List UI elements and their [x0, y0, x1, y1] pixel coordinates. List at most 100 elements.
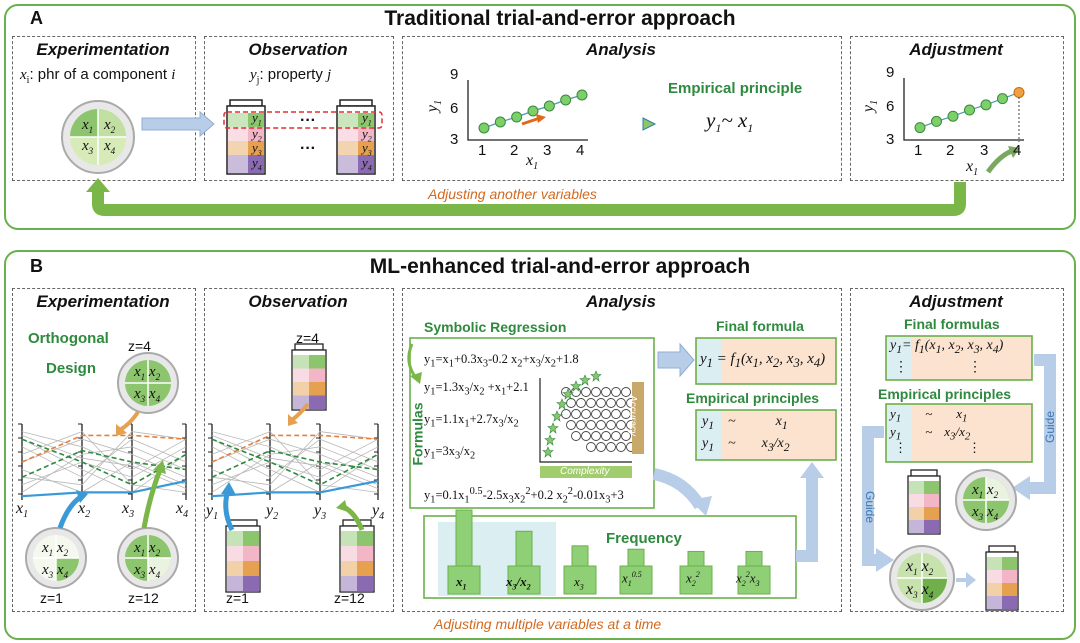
data-point: [511, 111, 523, 123]
bottle-a-right: [336, 99, 376, 175]
chart-a-xtick-4: 4: [576, 142, 585, 159]
chart-adj-ytick-9: 9: [886, 64, 895, 81]
empirical-row-1: y1~x1: [702, 414, 788, 432]
chart-a-xtick-3: 3: [543, 142, 552, 159]
chart-a-xtick-1: 1: [478, 142, 487, 159]
bottle-shine: [293, 355, 309, 409]
frequency-bar: [627, 548, 645, 567]
bottle-a-right-y1: y1: [362, 110, 372, 128]
guide-arrow-left: [862, 426, 884, 566]
adj-bottles: [907, 469, 1019, 611]
frequency-base: [737, 565, 771, 595]
candidate-formula: [606, 442, 616, 452]
chart-adj-ytick-3: 3: [886, 131, 895, 148]
panel-a-adjustment: [850, 36, 1064, 181]
pc-line: [21, 446, 187, 493]
panel-a-obs-caption: yj: property j: [250, 66, 332, 86]
adj-dish-bottom: [889, 545, 955, 611]
candidate-formula: [561, 409, 571, 419]
parallel-coords-exp: [18, 423, 187, 500]
frequency-bar: [455, 509, 473, 567]
chart-a-axes: [467, 80, 588, 141]
freq-label-x2sqx3: x22x3: [736, 570, 760, 588]
frequency-bar: [687, 550, 705, 567]
pareto-axes: [539, 378, 632, 463]
panel-b-experimentation: [12, 288, 196, 612]
exp-axis-x4: x4: [176, 500, 189, 521]
bottle-cap: [228, 519, 258, 527]
empirical-row-2: y1~x3/x2: [702, 436, 790, 454]
candidate-formula: [606, 398, 616, 408]
freq-label-x2sq: x22: [686, 570, 700, 588]
chart-a-points: [478, 89, 588, 134]
pareto-star: [547, 422, 559, 434]
panel-a-exp-caption: xi: phr of a component i: [20, 66, 176, 86]
candidate-formula: [601, 387, 611, 397]
candidate-formula: [576, 398, 586, 408]
arrow-freq-to-empirical-head: [800, 462, 824, 478]
pc-highlight-line: [21, 434, 187, 463]
exp-z-left: z=1: [40, 590, 63, 606]
section-b-title: ML-enhanced trial-and-error approach: [369, 255, 751, 278]
adj-empirical-title: Empirical principles: [878, 386, 1012, 402]
panel-b-observation-title: Observation: [248, 292, 348, 311]
bottle-a-left-y4: y4: [252, 155, 262, 173]
frequency-title: Frequency: [606, 530, 682, 547]
candidate-formula: [596, 398, 606, 408]
candidate-formula: [621, 387, 631, 397]
symbolic-arrow-head: [410, 372, 422, 384]
adj-empirical-row-1: y1~x1: [890, 406, 968, 425]
empirical-principle-title: Empirical principle: [668, 80, 803, 97]
frequency-base: [619, 565, 653, 595]
pc-line: [211, 446, 379, 493]
candidate-formula: [591, 387, 601, 397]
bottle-shine: [227, 531, 243, 591]
pc-highlight-line: [211, 434, 379, 463]
candidate-formula: [601, 409, 611, 419]
formula-4: y1=3x3/x2: [424, 444, 476, 462]
freq-label-x1: x1: [456, 574, 467, 592]
candidate-formula: [596, 420, 606, 430]
loop-label-a: Adjusting another variables: [428, 186, 597, 202]
panel-a-observation-title: Observation: [248, 40, 348, 59]
section-a-label: A: [30, 8, 43, 28]
candidate-formula: [611, 387, 621, 397]
chart-adj-ytick-6: 6: [886, 98, 895, 115]
orthogonal-label: Orthogonal: [28, 330, 109, 347]
arrow-bottle-left-head: [221, 482, 236, 495]
frequency-base: [507, 565, 541, 595]
dish-a-x1: x1: [82, 117, 94, 135]
highlight-y1-row: [223, 111, 383, 129]
data-point: [494, 116, 506, 128]
candidate-formula: [566, 420, 576, 430]
chart-a-arrowhead: [536, 114, 546, 123]
panel-b-analysis: [402, 288, 842, 612]
candidate-formula: [586, 420, 596, 430]
candidate-formula: [606, 420, 616, 430]
chart-a-ytick-6: 6: [450, 100, 459, 117]
arrow-exp-to-obs: [141, 110, 215, 138]
panel-b-experimentation-title: Experimentation: [36, 292, 170, 311]
frequency-bars: [447, 509, 771, 595]
candidate-formula: [621, 431, 631, 441]
panel-a-experimentation-title: Experimentation: [36, 40, 170, 59]
exp-z-right: z=12: [128, 590, 159, 606]
data-point: [478, 122, 490, 134]
bottles-b: [225, 343, 375, 593]
pc-highlight-line: [211, 438, 379, 486]
data-point: [576, 89, 588, 101]
guide-arrow-right: [1026, 354, 1056, 494]
obs-axis-y4: y4: [372, 502, 385, 523]
chart-adj-xtick-4: 4: [1013, 142, 1022, 159]
panel-a-adjustment-title: Adjustment: [909, 40, 1003, 59]
adj-bottle-top: [907, 469, 941, 535]
symbolic-regression-label: Symbolic Regression: [424, 319, 567, 335]
frequency-bar: [745, 550, 763, 567]
adj-final-cell-left: [887, 337, 911, 379]
